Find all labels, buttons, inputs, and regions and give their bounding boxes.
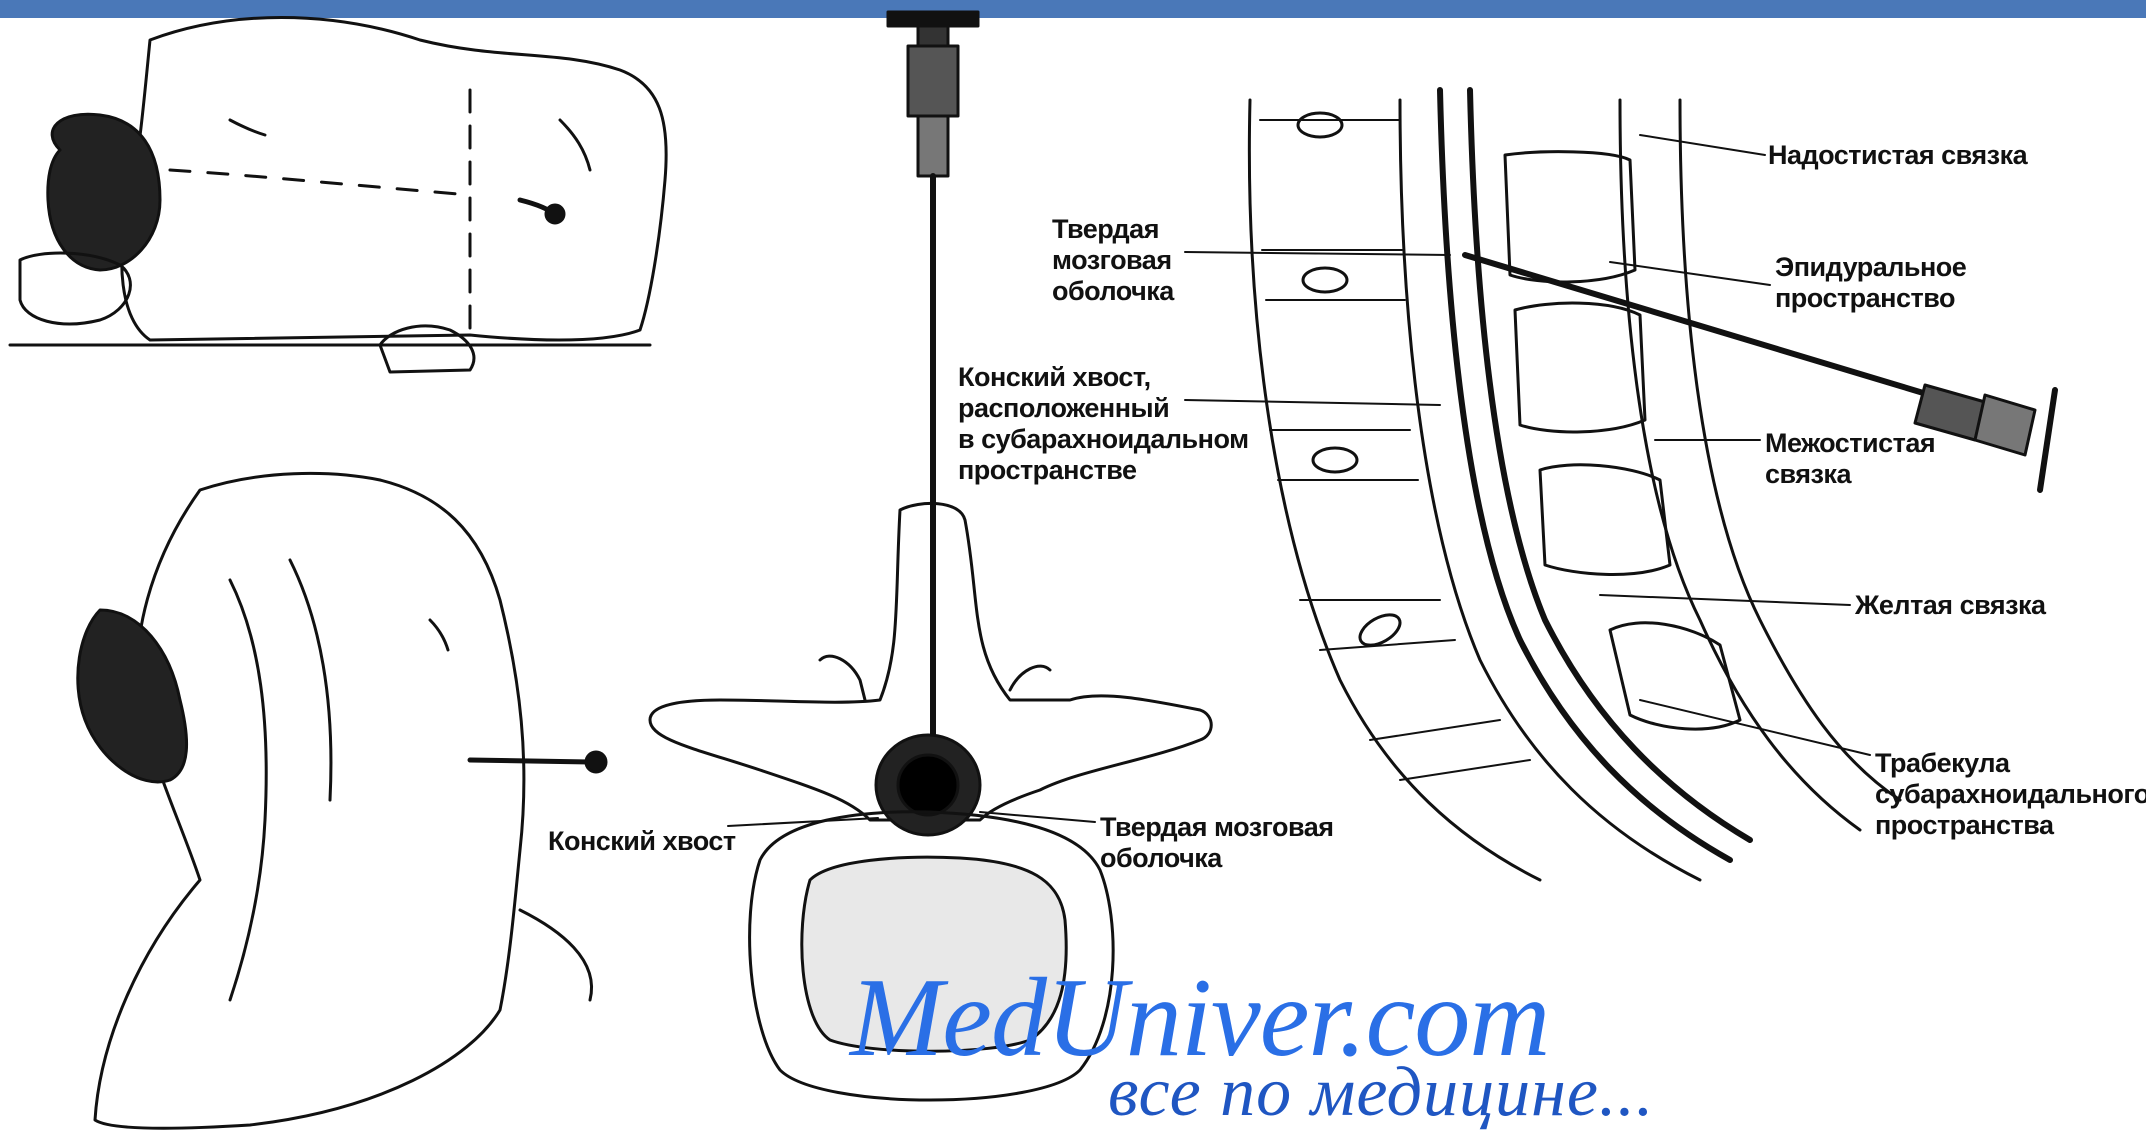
label-line: в субарахноидальном	[958, 424, 1249, 455]
label-line: пространство	[1775, 283, 1966, 314]
patient-sitting-position-figure	[78, 473, 606, 1128]
label-line: связка	[1765, 459, 1935, 490]
label-line: оболочка	[1052, 276, 1174, 307]
label-line: Эпидуральное	[1775, 252, 1966, 283]
label-cauda-equina-subarachnoid: Конский хвост, расположенный в субарахно…	[958, 362, 1249, 486]
label-cauda-equina: Конский хвост	[548, 826, 736, 857]
label-interspinous-ligament: Межостистая связка	[1765, 428, 1935, 490]
patient-lateral-position-figure	[10, 18, 666, 373]
label-ligamentum-flavum: Желтая связка	[1855, 590, 2046, 621]
watermark-tagline: все по медицине...	[1108, 1058, 1654, 1128]
label-line: Твердая мозговая	[1100, 812, 1334, 843]
label-epidural-space: Эпидуральное пространство	[1775, 252, 1966, 314]
label-line: пространства	[1875, 810, 2146, 841]
label-line: Трабекула	[1875, 748, 2146, 779]
label-dura-mater-side: Твердая мозговая оболочка	[1052, 214, 1174, 307]
label-line: Конский хвост,	[958, 362, 1249, 393]
label-line: мозговая	[1052, 245, 1174, 276]
label-line: Твердая	[1052, 214, 1174, 245]
label-supraspinous-ligament: Надостистая связка	[1768, 140, 2027, 171]
label-line: Межостистая	[1765, 428, 1935, 459]
label-trabecula: Трабекула субарахноидального пространств…	[1875, 748, 2146, 841]
label-line: пространстве	[958, 455, 1249, 486]
label-line: оболочка	[1100, 843, 1334, 874]
label-line: расположенный	[958, 393, 1249, 424]
label-line: субарахноидального	[1875, 779, 2146, 810]
label-dura-mater-axial: Твердая мозговая оболочка	[1100, 812, 1334, 874]
